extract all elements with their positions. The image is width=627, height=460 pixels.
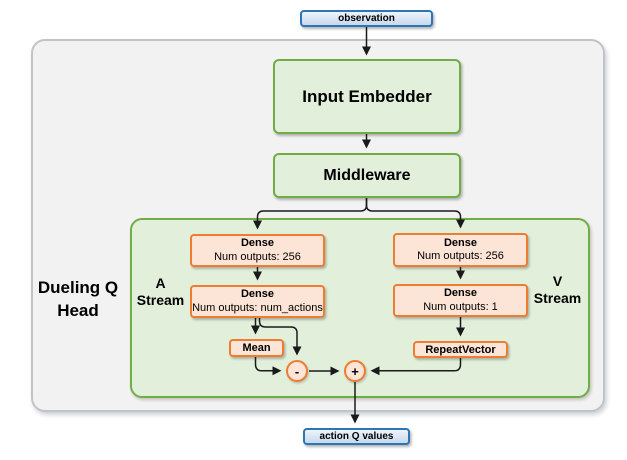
dense-v1-subtitle: Num outputs: 256 [417,250,504,262]
repeat-vector-label: RepeatVector [425,343,496,356]
v-stream-label: V Stream [533,273,582,306]
observation-label: observation [338,13,395,24]
dense-v2-subtitle: Num outputs: 1 [423,300,498,313]
plus-operator-label: + [351,363,359,379]
dense-a2-title: Dense [240,288,275,300]
mean-label: Mean [242,342,271,354]
middleware-node: Middleware [273,153,461,198]
observation-node: observation [300,10,433,27]
dense-v1-title: Dense [443,236,478,249]
minus-operator-node: - [286,360,308,382]
input-embedder-node: Input Embedder [273,59,461,134]
minus-operator-label: - [294,363,300,379]
plus-operator-node: + [344,360,366,382]
action-q-values-label: action Q values [319,431,394,442]
a-stream-label: A Stream [136,275,185,308]
dense-v1-node: Dense Num outputs: 256 [393,233,528,267]
dueling-q-head-label: Dueling Q Head [37,278,119,320]
input-embedder-label: Input Embedder [302,86,432,106]
dense-a1-title: Dense [240,237,275,249]
dense-v2-title: Dense [443,287,478,299]
dense-a1-node: Dense Num outputs: 256 [190,234,325,267]
dense-a2-subtitle: Num outputs: num_actions [192,301,323,314]
mean-node: Mean [229,339,284,357]
repeat-vector-node: RepeatVector [413,341,508,358]
dense-v2-node: Dense Num outputs: 1 [393,284,528,317]
action-q-values-node: action Q values [303,428,410,445]
middleware-label: Middleware [323,166,411,184]
dense-a1-subtitle: Num outputs: 256 [214,250,301,263]
dense-a2-node: Dense Num outputs: num_actions [190,285,325,318]
